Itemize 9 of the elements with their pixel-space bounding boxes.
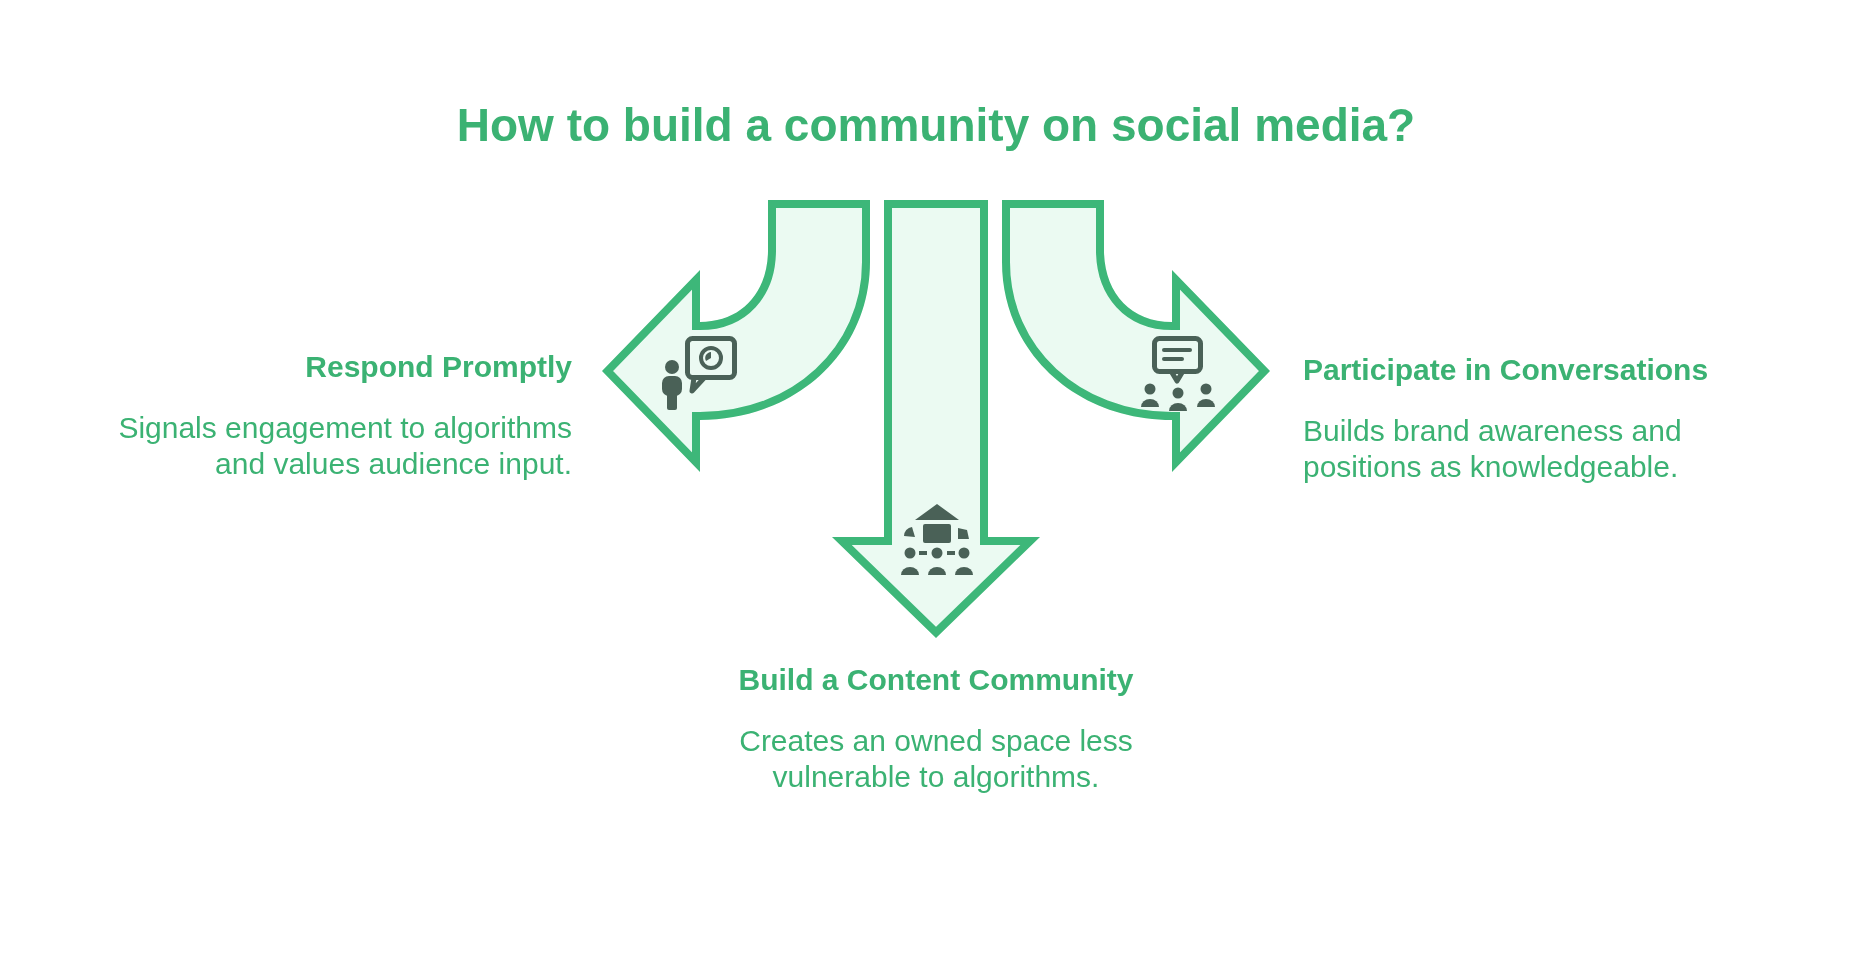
title: How to build a community on social media?: [456, 98, 1416, 153]
step-description: Creates an owned space less vulnerable to algorithms.: [738, 723, 1134, 795]
curved-arrow: [1002, 200, 1270, 472]
step-heading: Participate in Conversations: [1303, 352, 1709, 388]
step-heading: Build a Content Community: [738, 662, 1134, 698]
curved-arrow: [602, 200, 870, 472]
step-heading: Respond Promptly: [305, 349, 572, 385]
step-description: Builds brand awareness and positions as knowledgeable.: [1303, 413, 1683, 485]
step-description: Signals engagement to algorithms and values audience input.: [117, 410, 572, 482]
